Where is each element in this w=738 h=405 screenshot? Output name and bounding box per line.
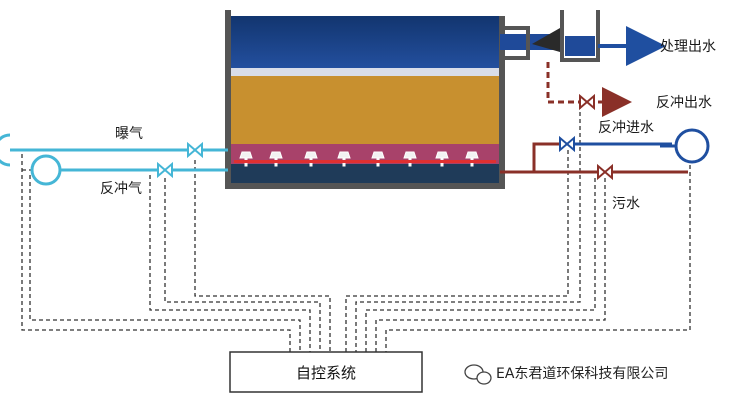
label-aeration: 曝气	[115, 126, 143, 142]
control-system-box: 自控系统	[229, 351, 423, 393]
label-backwash-air: 反冲气	[100, 181, 142, 197]
backwash-outlet-line	[546, 62, 632, 117]
label-sewage: 污水	[612, 196, 640, 212]
outlet-weir	[500, 10, 666, 66]
blower	[30, 154, 62, 186]
control-lines	[12, 105, 691, 352]
valve-icon	[597, 163, 613, 181]
valve-icon	[187, 141, 203, 159]
control-system-label: 自控系统	[296, 364, 356, 382]
watermark-text: EA东君道环保科技有限公司	[496, 366, 668, 382]
valve-icon	[157, 161, 173, 179]
sewage-pipe	[500, 142, 688, 174]
label-backwash-inlet: 反冲进水	[598, 120, 654, 136]
pump-icon	[30, 154, 62, 186]
pump-icon	[674, 128, 710, 164]
valve-icon	[579, 93, 595, 111]
valves	[157, 93, 613, 181]
wechat-icon	[464, 364, 492, 385]
valve-icon	[559, 135, 575, 153]
watermark: EA东君道环保科技有限公司	[464, 364, 668, 385]
backwash-pump	[660, 128, 710, 164]
filter-tank	[225, 10, 505, 189]
label-treated-outlet: 处理出水	[660, 39, 716, 55]
label-backwash-outlet: 反冲出水	[656, 95, 712, 111]
